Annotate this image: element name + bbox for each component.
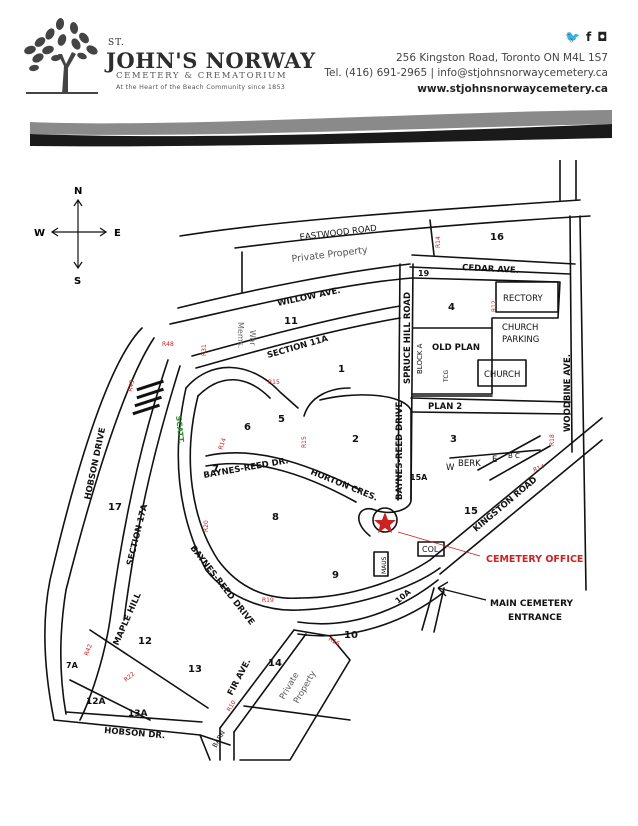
office-pointer	[397, 531, 481, 557]
header-banner	[30, 110, 612, 147]
label-scatt: SCATT.	[174, 415, 186, 444]
section-7a: 7A	[66, 661, 79, 670]
marker-r31: R31	[201, 344, 208, 356]
marker-r14-left: R14	[217, 437, 228, 451]
section-3: 3	[450, 434, 457, 445]
label-church-parking-1: CHURCH	[502, 323, 538, 333]
label-war-mems-2: Mems.	[236, 322, 245, 348]
scattering-garden	[132, 379, 164, 416]
compass-n: N	[74, 186, 82, 197]
label-cemetery-office: CEMETERY OFFICE	[486, 554, 583, 565]
section-12: 12	[138, 636, 152, 647]
cemetery-map: N S E W EASTWOOD ROAD CEDAR AVE. WILLOW …	[30, 160, 604, 792]
label-church: CHURCH	[484, 370, 520, 380]
header: ST. JOHN'S NORWAY CEMETERY & CREMATORIUM…	[0, 0, 638, 160]
label-berk: BERK	[458, 459, 481, 469]
label-church-parking-2: PARKING	[502, 335, 539, 345]
tree-logo-icon	[24, 18, 98, 94]
label-rectory: RECTORY	[503, 294, 543, 304]
label-maus: MAUS	[381, 556, 388, 574]
contact-text: Tel. (416) 691-2965 | info@stjohnsnorway…	[324, 67, 608, 79]
star-icon	[374, 512, 396, 533]
label-tcg: TCG	[443, 369, 450, 383]
section-14: 14	[268, 658, 282, 669]
label-main-entrance-2: ENTRANCE	[508, 613, 562, 623]
logo-tagline: At the Heart of the Beach Community sinc…	[116, 84, 286, 91]
section-13a: 13A	[128, 709, 148, 719]
compass-w: W	[34, 228, 45, 239]
address-text: 256 Kingston Road, Toronto ON M4L 1S7	[395, 52, 608, 64]
section-5: 5	[278, 414, 285, 425]
label-col: COL.	[422, 545, 441, 554]
section-1: 1	[338, 364, 345, 375]
section-19: 19	[418, 269, 430, 278]
marker-r19: R19	[262, 597, 274, 604]
section-2: 2	[352, 434, 359, 445]
section-6: 6	[244, 422, 251, 433]
compass-icon	[50, 198, 108, 270]
marker-r15-mid: R15	[301, 436, 308, 448]
street-baynes-reed-drive-vertical: BAYNES-REED DRIVE	[395, 402, 405, 500]
route-markers: R14 R12 R31 R48 R15 R15 R14 R18 R14 R20 …	[83, 236, 556, 713]
instagram-icon[interactable]: ◘	[597, 30, 608, 44]
label-block-a: BLOCK A	[416, 343, 424, 374]
marker-r42: R42	[83, 643, 94, 657]
section-12a: 12A	[86, 697, 106, 707]
street-cedar: CEDAR AVE.	[462, 263, 519, 276]
section-16: 16	[490, 232, 504, 243]
marker-r43: R43	[127, 379, 136, 392]
section-7: 7	[212, 464, 219, 475]
marker-r14-right: R14	[532, 463, 546, 474]
section-8: 8	[272, 512, 279, 523]
section-numbers: 16 19 4 11 1 2 3 5 6 7 8 9 10 15 15A 17 …	[66, 232, 504, 719]
street-plan2: PLAN 2	[428, 402, 462, 412]
website-link[interactable]: www.stjohnsnorwaycemetery.ca	[417, 83, 608, 95]
label-bc: B C	[508, 452, 520, 460]
section-15a: 15A	[410, 473, 428, 482]
label-main-entrance-1: MAIN CEMETERY	[490, 599, 574, 609]
street-woodbine: WOODBINE AVE.	[563, 354, 573, 432]
section-15: 15	[464, 506, 478, 517]
section-9: 9	[332, 570, 339, 581]
street-spruce: SPRUCE HILL ROAD	[403, 292, 413, 384]
marker-r18: R18	[549, 434, 556, 446]
section-13: 13	[188, 664, 202, 675]
compass-e: E	[114, 228, 121, 239]
compass-s: S	[74, 276, 81, 287]
section-17: 17	[108, 502, 122, 513]
section-4: 4	[448, 302, 455, 313]
label-w: W	[446, 463, 455, 473]
twitter-icon[interactable]: 🐦	[565, 30, 580, 44]
facebook-icon[interactable]: f	[585, 30, 592, 44]
social-links: 🐦 f ◘	[559, 30, 607, 44]
label-war-mems-1: War	[248, 330, 257, 346]
marker-r48: R48	[162, 341, 174, 348]
logo-prefix: ST.	[108, 38, 125, 48]
marker-r15-top: R15	[268, 379, 280, 386]
section-11: 11	[284, 316, 298, 327]
section-10: 10	[344, 630, 358, 641]
label-e: E	[492, 455, 497, 465]
label-old-plan: OLD PLAN	[432, 343, 480, 353]
marker-r14-top: R14	[435, 236, 442, 248]
entrance-arrow-icon	[437, 581, 487, 601]
marker-r20: R20	[203, 520, 210, 532]
marker-r12: R12	[491, 300, 498, 312]
logo-name: JOHN'S NORWAY	[106, 48, 316, 73]
logo-subtitle: CEMETERY & CREMATORIUM	[116, 71, 288, 81]
